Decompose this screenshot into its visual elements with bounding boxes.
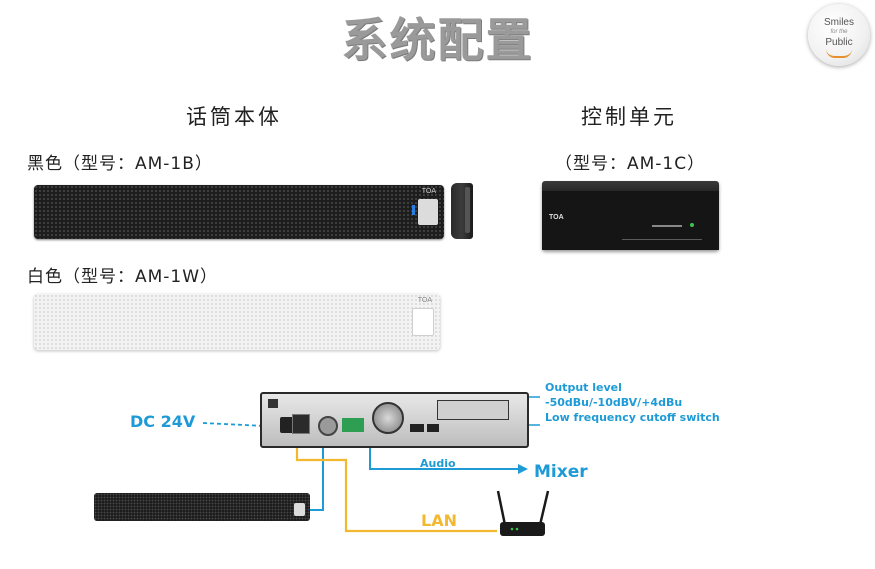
page-title: 系统配置 [341,13,534,67]
lan-line [295,439,497,533]
control-model-label: （型号：AM-1C） [555,154,706,174]
low-freq-switch-icon [427,424,439,432]
audio-arrow-icon [518,464,528,474]
xlr-output-icon [372,402,404,434]
white-mic-brand: TOA [417,297,432,304]
mic-connector-icon [318,416,338,436]
output-level-switch-icon [410,424,424,432]
microphone-heading: 话筒本体 [186,105,282,129]
control-unit-brand: TOA [549,214,564,221]
lan-port-icon [292,414,310,434]
logo-smile-icon [826,49,852,58]
low-frequency-cutoff-label: Low frequency cutoff switch [545,411,720,424]
output-level-values: -50dBu/-10dBV/+4dBu [545,396,683,409]
router-icon [496,490,550,536]
white-model-label: 白色（型号：AM-1W） [27,267,219,287]
logo-line-1: Smiles [823,17,854,28]
black-mic-endcap-icon [418,199,438,225]
audio-label: Audio [420,457,456,470]
black-model-label: 黑色（型号：AM-1B） [27,154,213,174]
control-unit-image: TOA [542,181,719,250]
power-led-icon [690,223,694,227]
black-mic-brand: TOA [421,188,436,195]
terminal-block-icon [342,418,364,432]
smiles-logo: Smiles for the Public [808,4,870,66]
control-unit-heading: 控制单元 [581,105,677,129]
lan-label: LAN [421,511,457,530]
mixer-label: Mixer [534,462,588,482]
white-microphone-image: TOA [34,294,440,350]
black-mic-side-view-image [451,183,473,239]
black-mic-led-icon [412,205,415,215]
logo-line-2: for the [830,29,848,35]
small-microphone-image [94,493,310,521]
rear-panel-image [260,392,529,448]
dc-24v-label: DC 24V [130,412,196,431]
output-level-title: Output level [545,381,622,394]
black-microphone-image: TOA [34,185,444,239]
white-mic-endcap-icon [412,308,434,336]
logo-line-3: Public [825,37,853,48]
dc-line [202,422,266,427]
